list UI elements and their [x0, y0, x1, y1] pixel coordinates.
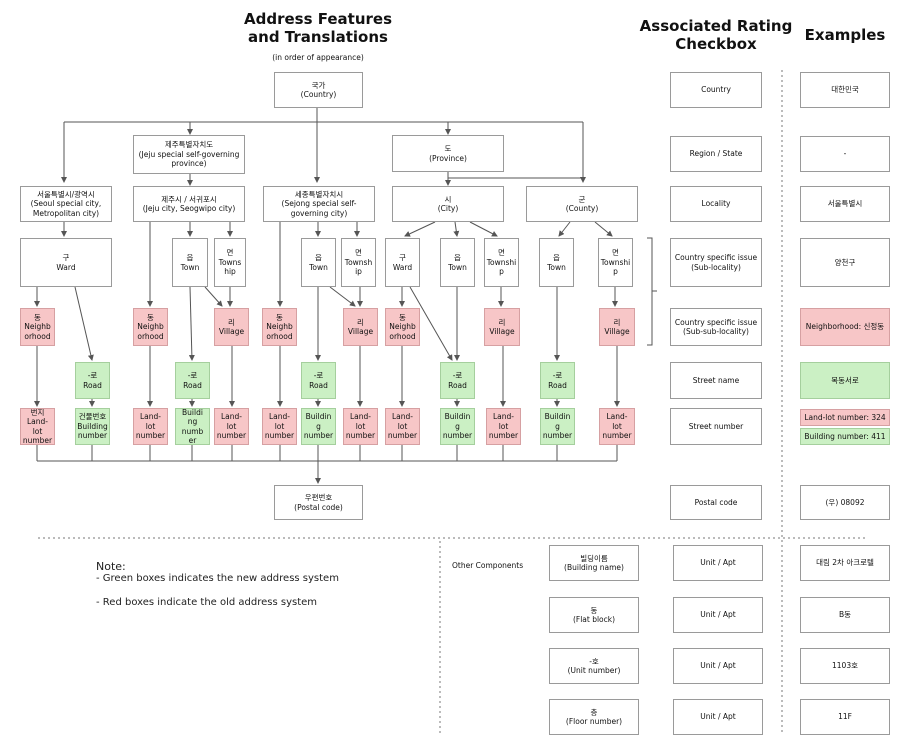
- note-title: Note:: [96, 560, 126, 573]
- ward-box: 구 Ward: [20, 238, 112, 287]
- rating-unit-apt: Unit / Apt: [673, 699, 763, 735]
- neighborhood-box: 동 Neighb orhood: [262, 308, 297, 346]
- township-box: 면 Townshi p: [598, 238, 633, 287]
- land-lot-number-box: Land- lot number: [133, 408, 168, 445]
- village-box: 리 Village: [343, 308, 378, 346]
- rating-sub-sub-locality: Country specific issue (Sub-sub-locality…: [670, 308, 762, 346]
- town-box: 읍 Town: [172, 238, 208, 287]
- rating-column-title: Associated Rating Checkbox: [639, 17, 793, 53]
- example-country: 대한민국: [800, 72, 890, 108]
- road-box: -로 Road: [440, 362, 475, 399]
- town-box: 읍 Town: [440, 238, 475, 287]
- land-lot-number-box: 번지 Land- lot number: [20, 408, 55, 445]
- road-box: -로 Road: [175, 362, 210, 399]
- rating-locality: Locality: [670, 186, 762, 222]
- ward-box: 구 Ward: [385, 238, 420, 287]
- rating-postal-code: Postal code: [670, 485, 762, 520]
- rating-unit-apt: Unit / Apt: [673, 597, 763, 633]
- example-neighborhood: Neighborhood: 신정동: [800, 308, 890, 346]
- building-number-box: 건물번호 Building number: [75, 408, 110, 445]
- example-postal-code: (우) 08092: [800, 485, 890, 520]
- sejong-box: 세종특별자치시 (Sejong special self- governing …: [263, 186, 375, 222]
- note-red: - Red boxes indicate the old address sys…: [96, 597, 318, 608]
- building-number-box: Buildi ng numb er: [175, 408, 210, 445]
- jeju-province-box: 제주특별자치도 (Jeju special self-governing pro…: [133, 135, 245, 174]
- building-number-box: Buildin g number: [540, 408, 575, 445]
- example-locality: 서울특별시: [800, 186, 890, 222]
- example-region: -: [800, 136, 890, 172]
- component-floor-number: 층 (Floor number): [549, 699, 639, 735]
- building-number-box: Buildin g number: [301, 408, 336, 445]
- diagram-title: Address Features and Translations: [243, 10, 392, 46]
- rating-unit-apt: Unit / Apt: [673, 545, 763, 581]
- seoul-metro-box: 서울특별시/광역시 (Seoul special city, Metropoli…: [20, 186, 112, 222]
- rating-street-name: Street name: [670, 362, 762, 399]
- province-box: 도 (Province): [392, 135, 504, 172]
- town-box: 읍 Town: [539, 238, 574, 287]
- village-box: 리 Village: [484, 308, 520, 346]
- building-number-box: Buildin g number: [440, 408, 475, 445]
- component-unit-number: -호 (Unit number): [549, 648, 639, 684]
- country-box: 국가 (Country): [274, 72, 363, 108]
- village-box: 리 Village: [599, 308, 635, 346]
- neighborhood-box: 동 Neighb orhood: [20, 308, 55, 346]
- land-lot-number-box: Land- lot number: [262, 408, 297, 445]
- example-flat-block: B동: [800, 597, 890, 633]
- land-lot-number-box: Land- lot number: [343, 408, 378, 445]
- neighborhood-box: 동 Neighb orhood: [385, 308, 420, 346]
- component-building-name: 빌딩이름 (Building name): [549, 545, 639, 581]
- road-box: -로 Road: [301, 362, 336, 399]
- neighborhood-box: 동 Neighb orhood: [133, 308, 168, 346]
- rating-unit-apt: Unit / Apt: [673, 648, 763, 684]
- land-lot-number-box: Land- lot number: [214, 408, 249, 445]
- example-building-number: Building number: 411: [800, 428, 890, 445]
- jeju-city-box: 제주시 / 서귀포시 (Jeju city, Seogwipo city): [133, 186, 245, 222]
- other-components-label: Other Components: [452, 561, 524, 570]
- town-box: 읍 Town: [301, 238, 336, 287]
- road-box: -로 Road: [540, 362, 575, 399]
- rating-country: Country: [670, 72, 762, 108]
- diagram-subtitle: (in order of appearance): [272, 53, 364, 62]
- land-lot-number-box: Land- lot number: [385, 408, 420, 445]
- rating-street-number: Street number: [670, 408, 762, 445]
- component-flat-block: 동 (Flat block): [549, 597, 639, 633]
- city-box: 시 (City): [392, 186, 504, 222]
- examples-column-title: Examples: [804, 26, 886, 44]
- postal-code-box: 우편번호 (Postal code): [274, 485, 363, 520]
- example-floor-number: 11F: [800, 699, 890, 735]
- road-box: -로 Road: [75, 362, 110, 399]
- township-box: 면 Towns hip: [214, 238, 246, 287]
- township-box: 면 Townsh ip: [341, 238, 376, 287]
- land-lot-number-box: Land- lot number: [486, 408, 521, 445]
- village-box: 리 Village: [214, 308, 249, 346]
- example-unit-number: 1103호: [800, 648, 890, 684]
- note-green: - Green boxes indicates the new address …: [96, 573, 339, 584]
- county-box: 군 (County): [526, 186, 638, 222]
- rating-region-state: Region / State: [670, 136, 762, 172]
- township-box: 면 Townshi p: [484, 238, 519, 287]
- land-lot-number-box: Land- lot number: [599, 408, 635, 445]
- example-building-name: 대림 2차 아크로텔: [800, 545, 890, 581]
- example-street-name: 목동서로: [800, 362, 890, 399]
- rating-sub-locality: Country specific issue (Sub-locality): [670, 238, 762, 287]
- example-sub-locality: 양천구: [800, 238, 890, 287]
- example-land-lot-number: Land-lot number: 324: [800, 409, 890, 426]
